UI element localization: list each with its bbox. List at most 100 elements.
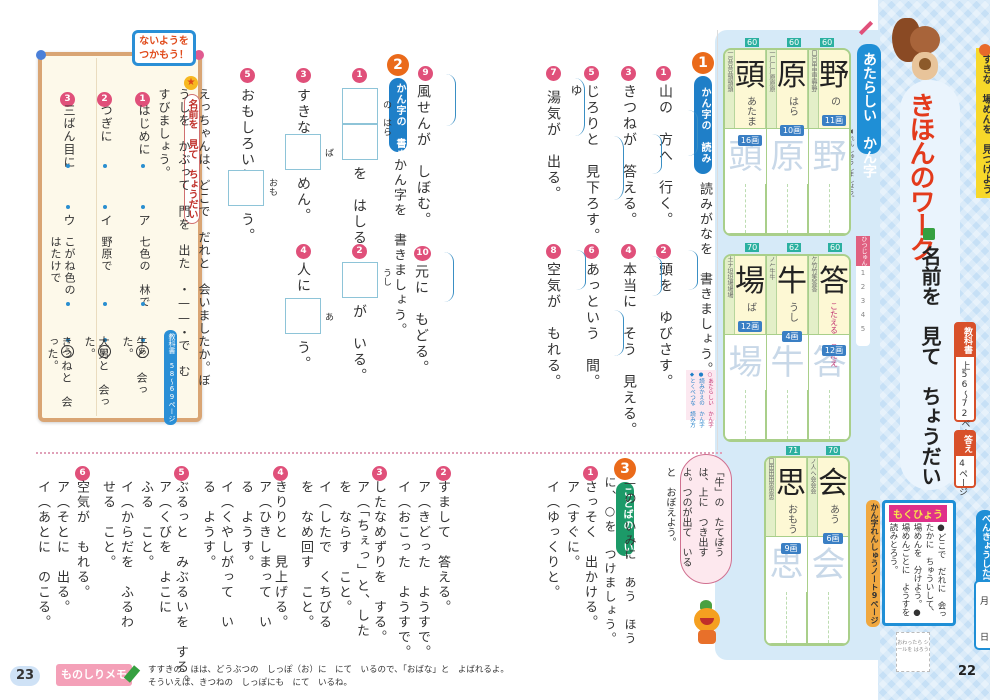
right-sidebar: すきな 場めんを 見つけよう きほんのワーク 名前を 見て ちょうだい 教科書 …	[878, 0, 990, 700]
star-icon: ★	[184, 76, 198, 90]
place-1: 1	[135, 86, 150, 107]
reading-legend: ○あたらしい かん字 ●読みかえの かん字 ◆とくべつな 読み方	[686, 370, 716, 428]
choice-b[interactable]: イ（ゆっくりと。	[544, 480, 559, 600]
practice-cell[interactable]	[809, 184, 849, 234]
answers-tag: 答え 4ページ	[954, 430, 976, 496]
title-panel	[900, 80, 960, 490]
match-dot[interactable]	[141, 164, 145, 168]
section-1-instruction: 読みがなを 書きましょう。	[697, 182, 712, 377]
choice-b[interactable]: イ（くやしがって いる ようす。	[200, 480, 233, 630]
choice-3-text: こがね色の はたけで	[49, 236, 76, 308]
sticker-space[interactable]: おわったら シールを はろう	[896, 632, 930, 672]
goal-box: もくひょう ●どこで だれに 会ったかに ちゅういして、場めんを 分けよう。●場…	[882, 500, 956, 626]
choice-b[interactable]: イ（からだを ふるわせる こと。	[100, 480, 133, 630]
kanji-write-box[interactable]	[285, 134, 321, 170]
textbook-tag: 教科書 上56〜72ページ	[954, 322, 976, 446]
stroke-order-legend: ひつじゅん 1 2 3 4 5	[856, 236, 870, 346]
side-banner: すきな 場めんを 見つけよう	[976, 48, 990, 198]
page-number-right: 22	[958, 664, 977, 679]
section-1-item-1: 1	[656, 60, 671, 81]
banner-book: ないようを つかもう！	[132, 30, 199, 66]
section-3-number: 3	[614, 458, 636, 480]
choice-a[interactable]: ア（ひきしまって いる ようす。	[238, 480, 271, 630]
section-divider-dotted	[36, 452, 722, 454]
section-2-instruction: かん字を 書きましょう。	[391, 158, 406, 338]
practice-cell[interactable]	[725, 390, 766, 440]
study-date-label: べんきょうした日	[976, 510, 990, 590]
textbook-ref: 教科書 58〜69ページ	[164, 330, 177, 425]
place-3: 3	[60, 86, 75, 107]
kanji-write-box[interactable]	[342, 88, 378, 124]
page-number-left: 23	[10, 666, 40, 686]
section-1-number: 1	[692, 52, 714, 74]
match-dot[interactable]	[141, 338, 145, 342]
choice-a[interactable]: ア（「ちぇっ」と、したを ならす こと。	[336, 480, 369, 639]
practice-cell[interactable]	[809, 390, 849, 440]
section-2-number: 2	[387, 54, 409, 76]
match-dot[interactable]	[103, 164, 107, 168]
card-divider	[96, 58, 97, 416]
reading-answer-field[interactable]	[566, 250, 586, 290]
section-1-pill: かん字の 読み	[694, 76, 712, 174]
match-dot[interactable]	[141, 205, 145, 209]
kanji-section-title: あたらしい かん字	[857, 44, 881, 178]
card-instruction: えっちゃんは、どこで だれと 会いましたか。ぼうしを かぶって 門を 出た ・—…	[157, 88, 211, 387]
match-dot[interactable]	[66, 164, 70, 168]
page-divider	[717, 30, 718, 450]
choice-b[interactable]: イ（おこった ようすで。	[395, 480, 410, 660]
kanji-write-box[interactable]	[342, 262, 378, 298]
pineapple-mascot-icon	[690, 600, 724, 644]
match-dot[interactable]	[66, 302, 70, 306]
reading-answer-field[interactable]	[678, 110, 698, 156]
choice-a[interactable]: ア（きどった ようすで。	[415, 480, 430, 660]
reading-answer-field[interactable]	[642, 256, 662, 296]
kanji-write-box[interactable]	[342, 124, 378, 160]
card-pill: 名前を 見て ちょうだい	[184, 94, 200, 224]
match-dot[interactable]	[141, 302, 145, 306]
reading-answer-field[interactable]	[565, 78, 585, 136]
practice-cell[interactable]	[767, 184, 808, 234]
speech-bubble: 「牛」の たてぼうは、上に つき出すよ。つのが出て いると おぼえよう。	[664, 454, 732, 584]
choice-a[interactable]: ア（そとに 出る。	[54, 480, 69, 615]
reading-answer-field[interactable]	[642, 134, 662, 174]
match-dot[interactable]	[103, 205, 107, 209]
reading-answer-field[interactable]	[604, 136, 624, 200]
choice-b[interactable]: イ（したで くちびるを なめ回す こと。	[298, 480, 331, 630]
choice-b[interactable]: イ（あとに のこる。	[35, 480, 50, 630]
practice-cell[interactable]	[767, 390, 808, 440]
practice-cell[interactable]	[766, 592, 807, 644]
lesson-book-icon	[923, 228, 935, 240]
squirrel-mascot-icon	[892, 14, 944, 84]
memo-text: すすきの ほは、どうぶつの しっぽ（お）に にて いるので、「おばな」と よばれ…	[148, 665, 509, 688]
pushpin-blue-icon	[36, 50, 46, 60]
goal-text: ●どこで だれに 会ったかに ちゅういして、場めんを 分けよう。●場めんごとに …	[888, 523, 946, 625]
practice-cell[interactable]	[808, 592, 848, 644]
section-3-pill: ことばの いみ	[616, 482, 634, 564]
match-dot[interactable]	[66, 338, 70, 342]
memo-label: ものしりメモ	[56, 664, 132, 686]
section-3-instruction: —の いみに あう ほうに、○を つけましょう。	[603, 476, 637, 646]
match-dot[interactable]	[103, 338, 107, 342]
pushpin-pink-icon	[194, 50, 204, 60]
kanji-write-box[interactable]	[228, 170, 264, 206]
choice-a[interactable]: ア（くびを よこに ふる こと。	[138, 480, 171, 630]
match-dot[interactable]	[66, 205, 70, 209]
reading-answer-field[interactable]	[604, 310, 624, 356]
match-dot[interactable]	[103, 302, 107, 306]
section-2-pill: かん字の 書き	[389, 78, 407, 160]
lesson-title: 名前を 見て ちょうだい	[918, 246, 942, 486]
reading-answer-field[interactable]	[436, 74, 456, 126]
reading-answer-field[interactable]	[678, 250, 698, 290]
pushpin-icon	[979, 44, 990, 56]
reading-answer-field[interactable]	[434, 252, 454, 302]
kanji-write-box[interactable]	[285, 298, 321, 334]
series-title: きほんのワーク	[905, 92, 935, 260]
place-2: 2	[97, 86, 112, 107]
study-date-field[interactable]: 月 日	[974, 580, 990, 650]
choice-a[interactable]: ア（すぐに。	[564, 480, 579, 570]
practice-cell[interactable]	[725, 184, 766, 234]
